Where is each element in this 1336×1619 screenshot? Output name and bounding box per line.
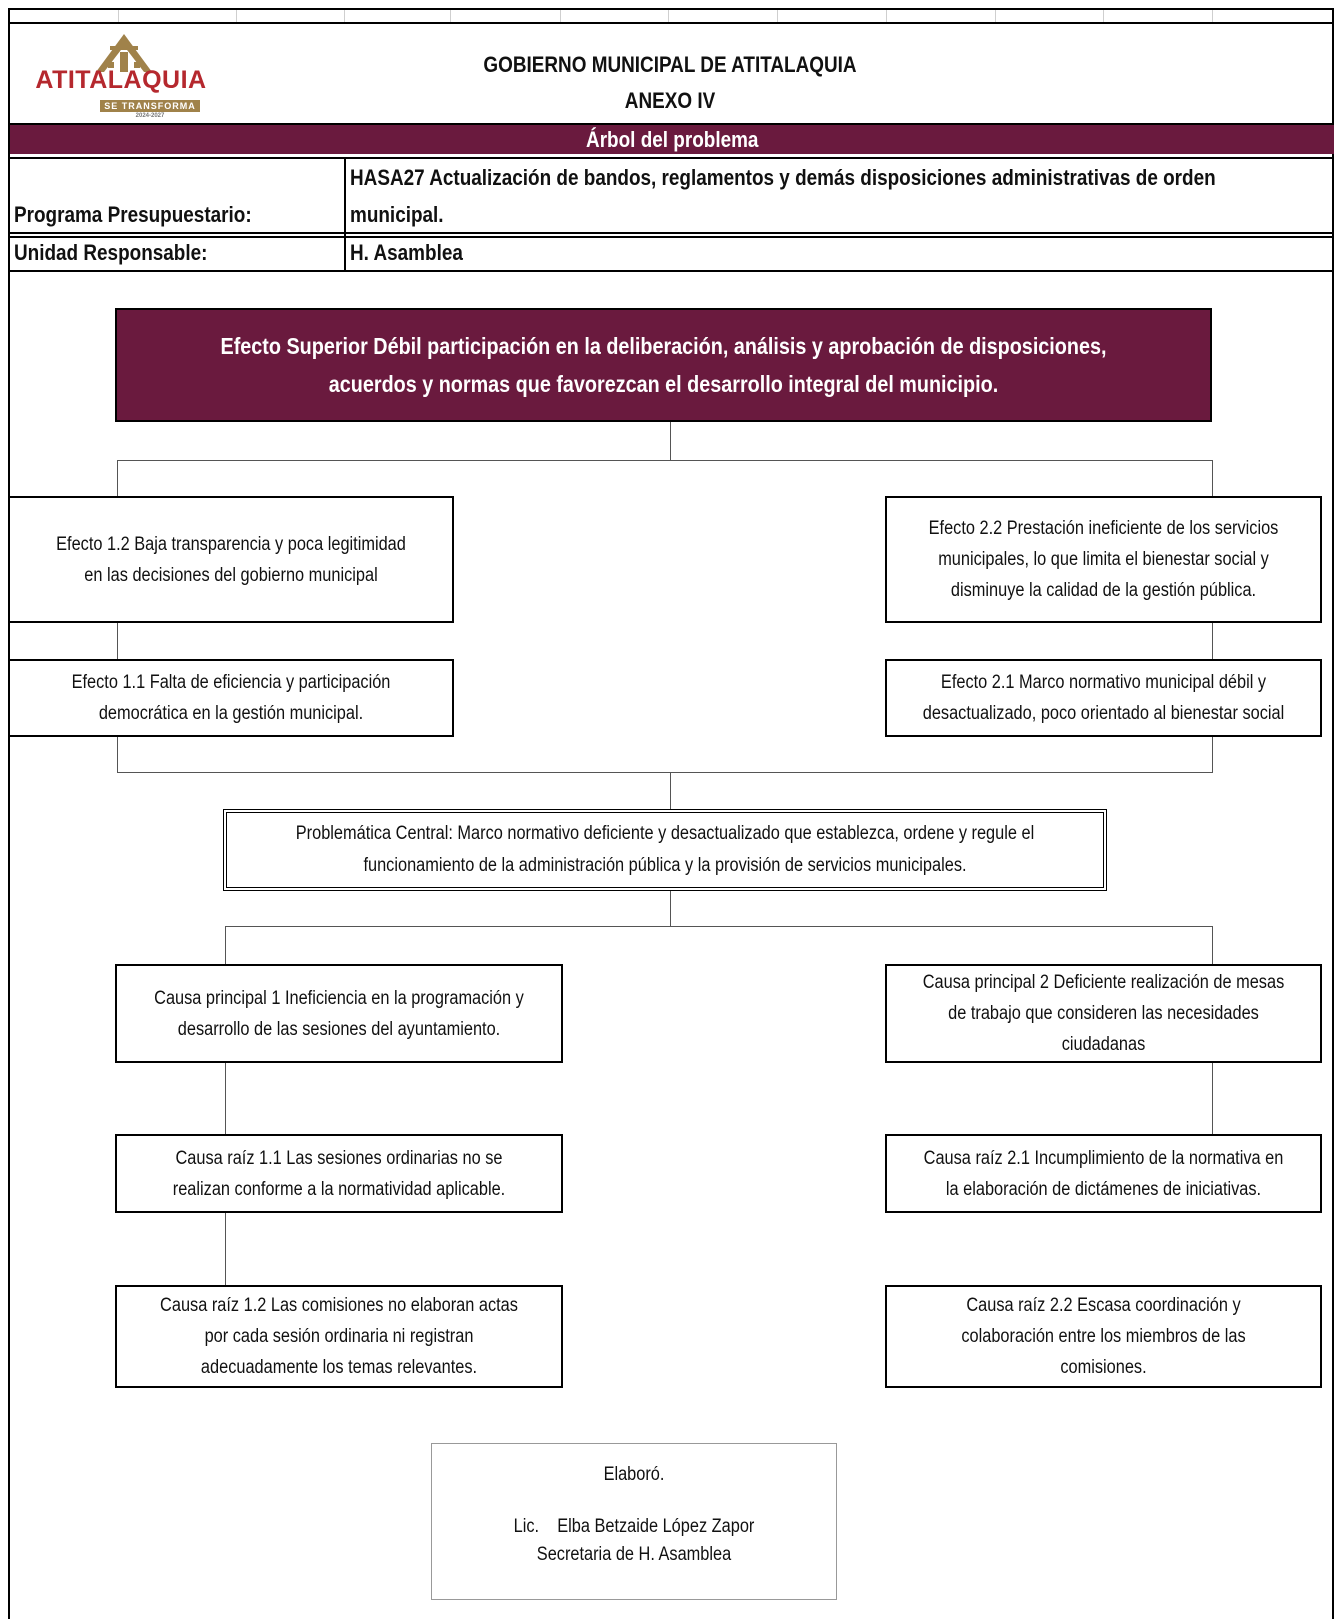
table-rule xyxy=(8,232,1334,234)
causa-principal-2-text: Causa principal 2 Deficiente realización… xyxy=(922,972,1285,1055)
logo-years: 2024-2027 xyxy=(135,113,165,119)
connector-line xyxy=(1212,736,1213,772)
grid-line xyxy=(1212,8,1213,22)
signature-name: Lic. Elba Betzaide López Zapor xyxy=(513,1516,755,1537)
logo-ribbon: SE TRANSFORMA xyxy=(104,101,196,111)
connector-line xyxy=(225,1062,226,1134)
table-divider xyxy=(344,157,346,272)
causa-raiz-2-1-box: Causa raíz 2.1 Incumplimiento de la norm… xyxy=(885,1134,1322,1213)
connector-line xyxy=(1212,1062,1213,1134)
header-rule xyxy=(8,123,1334,125)
connector-line xyxy=(670,422,671,460)
connector-line xyxy=(225,1212,226,1285)
signature-heading: Elaboró. xyxy=(603,1464,665,1485)
grid-line xyxy=(344,8,345,22)
logo-emblem-icon xyxy=(96,34,200,112)
grid-line xyxy=(450,8,451,22)
causa-raiz-1-1-text: Causa raíz 1.1 Las sesiones ordinarias n… xyxy=(172,1147,506,1200)
efecto-2-2-box: Efecto 2.2 Prestación ineficiente de los… xyxy=(885,496,1322,623)
causa-raiz-1-1-box: Causa raíz 1.1 Las sesiones ordinarias n… xyxy=(115,1134,563,1213)
problematica-central-box: Problemática Central: Marco normativo de… xyxy=(223,809,1107,891)
connector-line xyxy=(225,926,1213,927)
connector-line xyxy=(117,772,1213,773)
document-frame xyxy=(8,8,1334,1619)
table-rule xyxy=(8,236,1334,238)
table-rule xyxy=(8,270,1334,272)
connector-line xyxy=(1212,622,1213,659)
annex-title: ANEXO IV xyxy=(624,88,716,113)
section-band-title: Árbol del problema xyxy=(10,125,1334,154)
efecto-1-1-box: Efecto 1.1 Falta de eficiencia y partici… xyxy=(8,659,454,737)
grid-line xyxy=(777,8,778,22)
unidad-value: H. Asamblea xyxy=(350,240,463,265)
causa-raiz-1-2-box: Causa raíz 1.2 Las comisiones no elabora… xyxy=(115,1285,563,1388)
programa-value-line2: municipal. xyxy=(350,202,444,227)
connector-line xyxy=(670,772,671,809)
causa-principal-1-text: Causa principal 1 Ineficiencia en la pro… xyxy=(154,987,524,1040)
causa-raiz-2-1-text: Causa raíz 2.1 Incumplimiento de la norm… xyxy=(923,1147,1284,1200)
efecto-1-1-text: Efecto 1.1 Falta de eficiencia y partici… xyxy=(71,672,391,724)
causa-principal-1-box: Causa principal 1 Ineficiencia en la pro… xyxy=(115,964,563,1063)
grid-line xyxy=(886,8,887,22)
connector-line xyxy=(225,926,226,964)
table-rule xyxy=(8,157,1334,159)
grid-line xyxy=(118,8,119,22)
grid-line xyxy=(236,8,237,22)
efecto-2-2-text: Efecto 2.2 Prestación ineficiente de los… xyxy=(928,518,1279,601)
programa-value-line1: HASA27 Actualización de bandos, reglamen… xyxy=(350,165,1216,190)
signature-block: Elaboró. Lic. Elba Betzaide López Zapor … xyxy=(431,1443,837,1600)
efecto-superior-text: Efecto Superior Débil participación en l… xyxy=(220,333,1107,397)
efecto-superior-box: Efecto Superior Débil participación en l… xyxy=(115,308,1212,422)
atitalaquia-logo: ATITALAQUIA SE TRANSFORMA 2024-2027 xyxy=(26,28,216,120)
efecto-1-2-box: Efecto 1.2 Baja transparencia y poca leg… xyxy=(8,496,454,623)
causa-raiz-1-2-text: Causa raíz 1.2 Las comisiones no elabora… xyxy=(160,1295,518,1378)
causa-raiz-2-2-box: Causa raíz 2.2 Escasa coordinación y col… xyxy=(885,1285,1322,1388)
connector-line xyxy=(1212,460,1213,496)
causa-raiz-2-2-text: Causa raíz 2.2 Escasa coordinación y col… xyxy=(961,1295,1246,1378)
grid-line xyxy=(995,8,996,22)
grid-line xyxy=(668,8,669,22)
grid-line xyxy=(1103,8,1104,22)
efecto-2-1-text: Efecto 2.1 Marco normativo municipal déb… xyxy=(922,672,1285,724)
municipality-title: GOBIERNO MUNICIPAL DE ATITALAQUIA xyxy=(483,52,857,77)
connector-line xyxy=(670,891,671,926)
header-rule xyxy=(8,22,1334,24)
grid-line xyxy=(560,8,561,22)
connector-line xyxy=(1212,926,1213,964)
band-title-text: Árbol del problema xyxy=(585,127,759,152)
causa-principal-2-box: Causa principal 2 Deficiente realización… xyxy=(885,964,1322,1063)
efecto-2-1-box: Efecto 2.1 Marco normativo municipal déb… xyxy=(885,659,1322,737)
unidad-label: Unidad Responsable: xyxy=(14,240,208,265)
programa-label: Programa Presupuestario: xyxy=(14,202,252,227)
connector-line xyxy=(117,736,118,772)
problematica-central-text: Problemática Central: Marco normativo de… xyxy=(295,823,1035,876)
connector-line xyxy=(117,460,1213,461)
signature-position: Secretaria de H. Asamblea xyxy=(536,1544,732,1565)
connector-line xyxy=(117,622,118,659)
logo-wordmark: ATITALAQUIA xyxy=(35,66,207,94)
connector-line xyxy=(117,460,118,496)
efecto-1-2-text: Efecto 1.2 Baja transparencia y poca leg… xyxy=(56,533,406,586)
